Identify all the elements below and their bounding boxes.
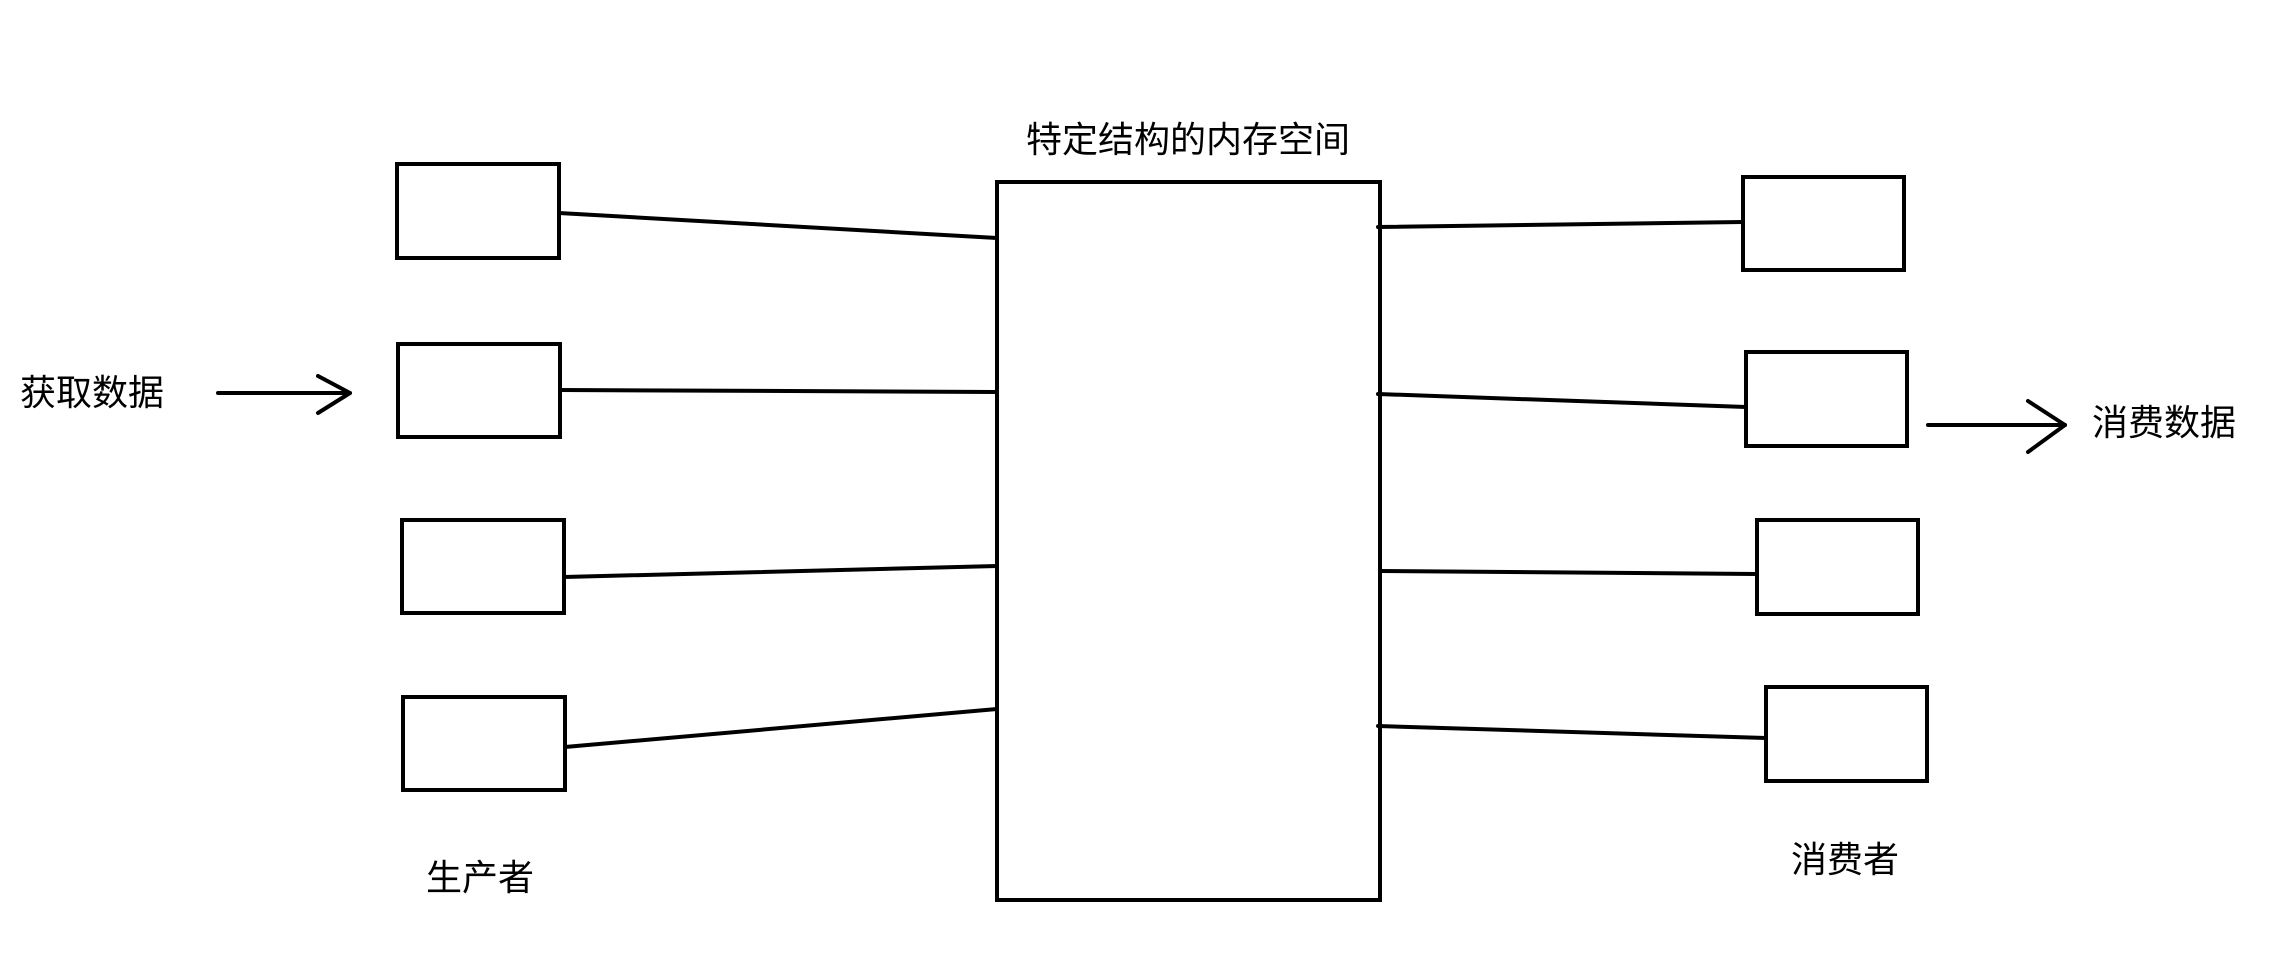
producers-label: 生产者 xyxy=(426,858,534,899)
input-data-label: 获取数据 xyxy=(20,373,164,414)
producer-box-4 xyxy=(401,695,567,792)
producer-connector-2 xyxy=(558,388,999,394)
consumer-box-4 xyxy=(1764,685,1929,783)
memory-space-box xyxy=(995,180,1382,902)
consumer-connector-1 xyxy=(1376,220,1745,229)
input-arrow-icon xyxy=(216,374,352,415)
output-data-label: 消费数据 xyxy=(2092,403,2236,444)
consumer-box-1 xyxy=(1741,175,1906,272)
consumer-connector-2 xyxy=(1376,392,1748,409)
producer-connector-4 xyxy=(563,707,999,749)
producer-connector-1 xyxy=(557,211,999,240)
output-arrow-icon xyxy=(1926,399,2067,454)
producer-box-1 xyxy=(395,162,561,260)
producer-box-2 xyxy=(396,342,562,439)
consumer-box-3 xyxy=(1755,518,1920,616)
consumer-connector-4 xyxy=(1376,724,1768,740)
consumers-label: 消费者 xyxy=(1791,840,1899,881)
consumer-box-2 xyxy=(1744,350,1909,448)
consumer-connector-3 xyxy=(1378,569,1759,576)
producer-connector-3 xyxy=(562,564,999,579)
producer-box-3 xyxy=(400,518,566,615)
memory-space-label: 特定结构的内存空间 xyxy=(1026,120,1350,161)
